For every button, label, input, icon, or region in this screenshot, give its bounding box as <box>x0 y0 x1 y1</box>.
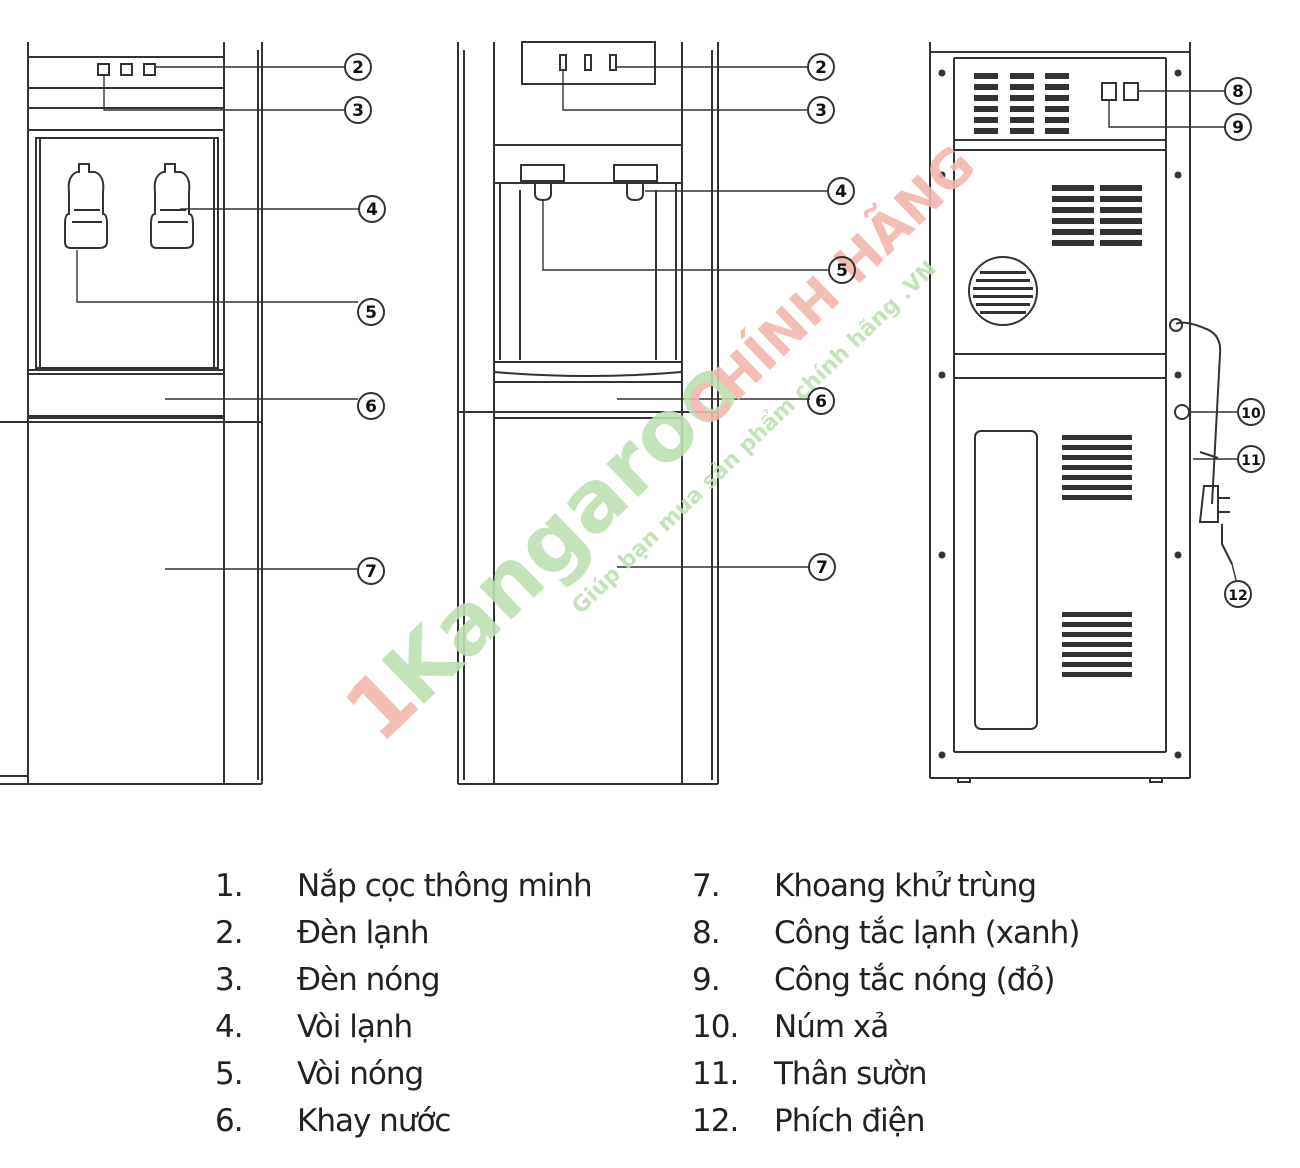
drain-knob <box>1174 404 1190 420</box>
legend-number: 10. <box>692 1008 739 1045</box>
legend-label: Công tắc nóng (đỏ) <box>774 961 1055 998</box>
legend-item: 12. Phích điện <box>692 1097 1162 1144</box>
legend-label: Đèn nóng <box>297 961 441 998</box>
drip-tray-front <box>27 369 225 417</box>
legend-item: 6. Khay nước <box>215 1097 685 1144</box>
callout-3-front: 3 <box>352 101 364 121</box>
legend-label: Nắp cọc thông minh <box>297 867 593 904</box>
legend-number: 1. <box>215 867 244 904</box>
callout-4-side: 4 <box>835 182 847 202</box>
cold-switch <box>1101 82 1117 101</box>
lower-vents <box>1062 612 1132 677</box>
legend-item: 1. Nắp cọc thông minh <box>215 862 685 909</box>
back-view <box>929 42 1233 783</box>
water-dispenser-diagram: 1 Kangaroo CHÍNH HÃNG Giúp bạn mua sản p… <box>0 41 1265 785</box>
callout-5-side: 5 <box>836 261 848 281</box>
hot-switch <box>1123 82 1139 101</box>
fan-grille <box>968 256 1038 326</box>
callout-6-front: 6 <box>365 397 377 417</box>
legend-number: 12. <box>692 1102 739 1139</box>
callout-10: 10 <box>1241 406 1261 422</box>
legend-number: 3. <box>215 961 244 998</box>
legend-item: 9. Công tắc nóng (đỏ) <box>692 956 1162 1003</box>
legend-item: 8. Công tắc lạnh (xanh) <box>692 909 1162 956</box>
legend-item: 3. Đèn nóng <box>215 956 685 1003</box>
upper-vents <box>1052 185 1142 246</box>
side-view <box>457 41 719 785</box>
callout-9: 9 <box>1232 118 1244 138</box>
front-view <box>0 42 263 785</box>
callout-11: 11 <box>1241 453 1260 469</box>
callout-7-side: 7 <box>816 558 828 578</box>
side-hot-tap <box>613 164 658 182</box>
frame-screws <box>938 69 1182 759</box>
legend-label: Khay nước <box>297 1102 451 1139</box>
legend-right: 7. Khoang khử trùng 8. Công tắc lạnh (xanh… <box>692 862 1162 1144</box>
legend-label: Khoang khử trùng <box>774 867 1037 904</box>
legend-item: 10. Núm xả <box>692 1003 1162 1050</box>
legend-label: Vòi lạnh <box>297 1008 413 1045</box>
callout-6-side: 6 <box>815 392 827 412</box>
middle-vents <box>1062 435 1132 500</box>
callout-7-front: 7 <box>365 562 377 582</box>
legend-label: Núm xả <box>774 1008 889 1045</box>
legend-item: 11. Thân sườn <box>692 1050 1162 1097</box>
legend-number: 5. <box>215 1055 244 1092</box>
legend-number: 7. <box>692 867 721 904</box>
callout-2-side: 2 <box>815 58 827 78</box>
legend-item: 4. Vòi lạnh <box>215 1003 685 1050</box>
legend-item: 2. Đèn lạnh <box>215 909 685 956</box>
hot-tap <box>150 163 194 249</box>
fan-slats <box>973 271 1033 314</box>
legend-label: Thân sườn <box>774 1055 927 1092</box>
callout-5-front: 5 <box>365 303 377 323</box>
callout-12: 12 <box>1228 588 1247 604</box>
cold-tap <box>64 163 108 249</box>
callout-4-front: 4 <box>366 200 378 220</box>
legend-label: Đèn lạnh <box>297 914 429 951</box>
legend-left: 1. Nắp cọc thông minh 2. Đèn lạnh 3. Đèn nó… <box>215 862 685 1144</box>
top-vents <box>974 73 1069 134</box>
legend-number: 6. <box>215 1102 244 1139</box>
legend-number: 8. <box>692 914 721 951</box>
legend-number: 4. <box>215 1008 244 1045</box>
legend-item: 5. Vòi nóng <box>215 1050 685 1097</box>
callout-2-front: 2 <box>352 58 364 78</box>
legend-number: 11. <box>692 1055 739 1092</box>
legend-number: 9. <box>692 961 721 998</box>
leader-lines <box>0 66 1238 581</box>
power-cord <box>1175 321 1222 505</box>
side-cold-tap <box>520 164 565 182</box>
callout-3-side: 3 <box>815 101 827 121</box>
drip-tray-side <box>493 361 683 377</box>
legend-number: 2. <box>215 914 244 951</box>
watermark: 1 Kangaroo CHÍNH HÃNG Giúp bạn mua sản p… <box>326 134 987 760</box>
legend-label: Công tắc lạnh (xanh) <box>774 914 1080 951</box>
legend-item: 7. Khoang khử trùng <box>692 862 1162 909</box>
callout-8: 8 <box>1232 82 1244 102</box>
legend-label: Vòi nóng <box>297 1055 424 1092</box>
legend-label: Phích điện <box>774 1102 926 1139</box>
